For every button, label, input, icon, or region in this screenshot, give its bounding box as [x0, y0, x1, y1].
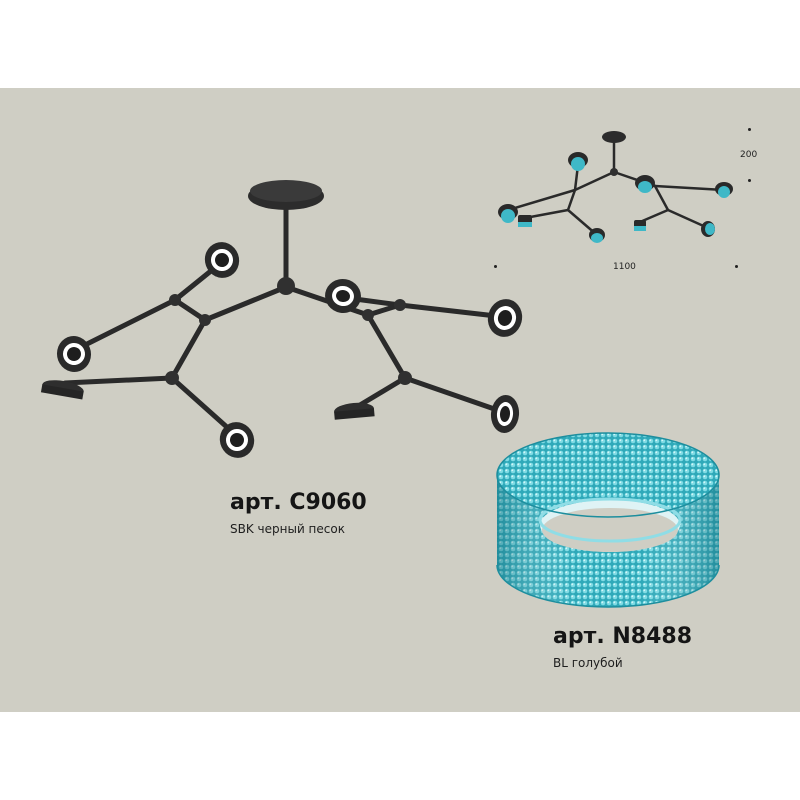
- dimension-marker-left: [494, 265, 497, 268]
- width-dimension: 1100: [613, 262, 636, 272]
- product-panel: [0, 88, 800, 712]
- product-article-accessory: арт. N8488: [553, 624, 693, 649]
- dimension-marker-top: [748, 128, 751, 131]
- dimension-marker-right: [735, 265, 738, 268]
- crystal-ring-image: [496, 432, 720, 608]
- chandelier-thumbnail: [498, 131, 733, 243]
- product-article-main: арт. C9060: [230, 490, 367, 515]
- product-finish-main: SBK черный песок: [230, 522, 345, 536]
- height-dimension: 200: [740, 150, 758, 160]
- product-finish-accessory: BL голубой: [553, 656, 623, 670]
- dimension-marker-bottom: [748, 179, 751, 182]
- chandelier-image: [40, 180, 523, 458]
